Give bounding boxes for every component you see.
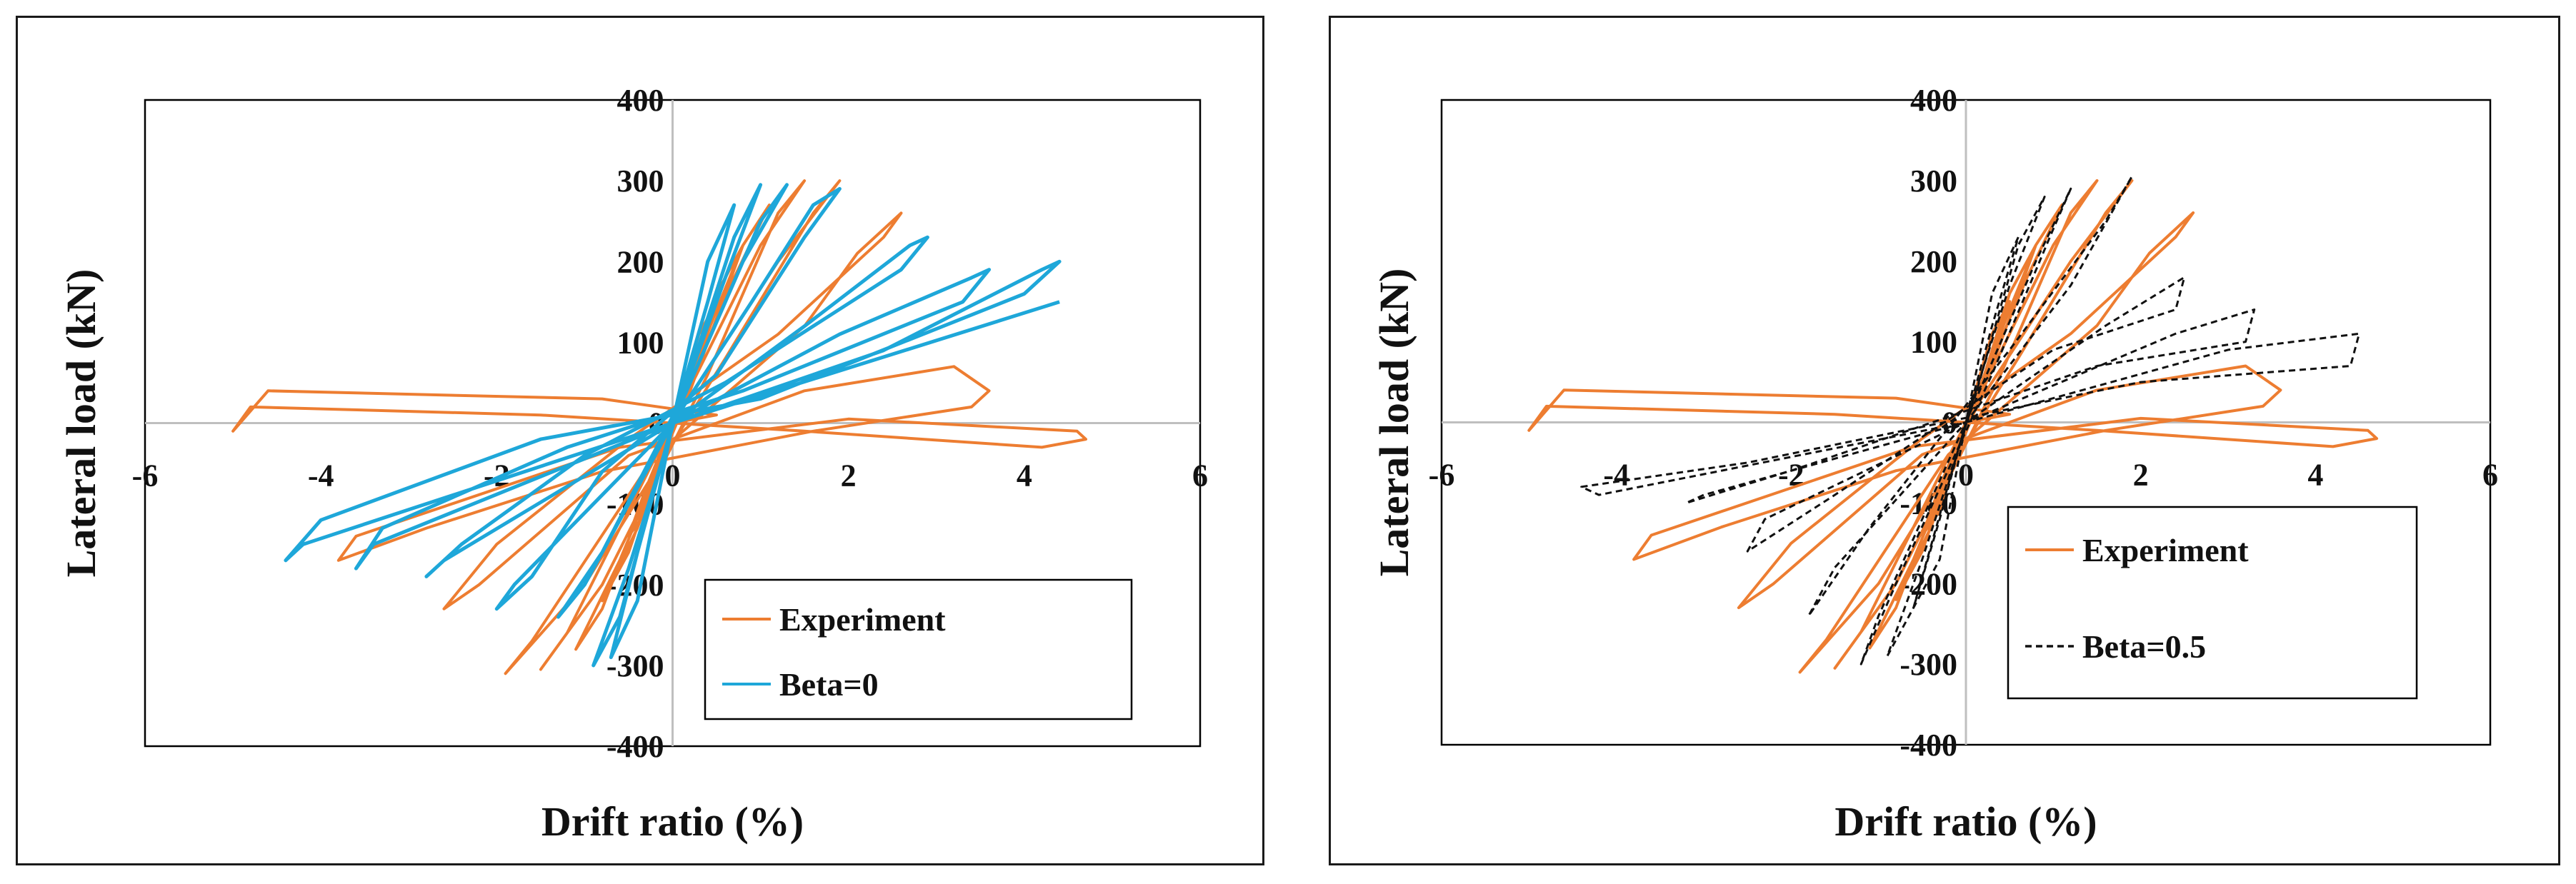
x-tick-label: 6 [1192, 458, 1208, 493]
x-tick-label: -4 [308, 458, 334, 493]
series-line-beta0 [284, 183, 1062, 668]
x-tick-label: 2 [2133, 458, 2149, 493]
legend-box [2007, 506, 2418, 700]
y-tick-label: -300 [1899, 647, 1957, 682]
legend-label-beta0: Beta=0 [779, 666, 879, 703]
y-tick-label: 300 [617, 164, 664, 199]
y-tick-label: 100 [1910, 325, 1957, 360]
series-line-beta05 [1580, 175, 2360, 665]
x-tick-label: 2 [841, 458, 857, 493]
legend-label-experiment: Experiment [779, 601, 946, 638]
series-group [1527, 175, 2378, 674]
x-tick-label: 4 [1017, 458, 1032, 493]
x-tick-label: -6 [132, 458, 159, 493]
x-axis-title: Drift ratio (%) [541, 798, 804, 845]
y-tick-label: 200 [1910, 244, 1957, 279]
series-line-experiment [1527, 179, 2378, 674]
y-tick-label: -400 [1899, 728, 1957, 763]
x-tick-label: 6 [2482, 458, 2498, 493]
legend-label-beta05: Beta=0.5 [2082, 628, 2206, 665]
series-group [231, 179, 1087, 675]
legend-label-experiment: Experiment [2082, 532, 2249, 568]
legend: Experiment Beta=0 [704, 578, 1133, 720]
x-tick-label: -4 [1603, 458, 1629, 493]
legend: Experiment Beta=0.5 [2007, 506, 2418, 700]
x-axis-title: Drift ratio (%) [1834, 798, 2097, 845]
y-tick-label: 400 [617, 83, 664, 118]
y-axis-title: Lateral load (kN) [1371, 268, 1417, 577]
x-tick-label: -6 [1429, 458, 1455, 493]
y-tick-label: 100 [617, 325, 664, 360]
legend-box [704, 578, 1133, 720]
y-tick-label: 300 [1910, 164, 1957, 199]
x-tick-label: 0 [1958, 458, 1974, 493]
x-tick-label: 0 [665, 458, 681, 493]
y-tick-label: 200 [617, 244, 664, 279]
y-tick-label: -300 [606, 648, 664, 683]
y-tick-label: -400 [606, 729, 664, 764]
y-axis-title: Lateral load (kN) [58, 269, 104, 578]
y-tick-label: 400 [1910, 83, 1957, 118]
x-tick-label: 4 [2307, 458, 2323, 493]
